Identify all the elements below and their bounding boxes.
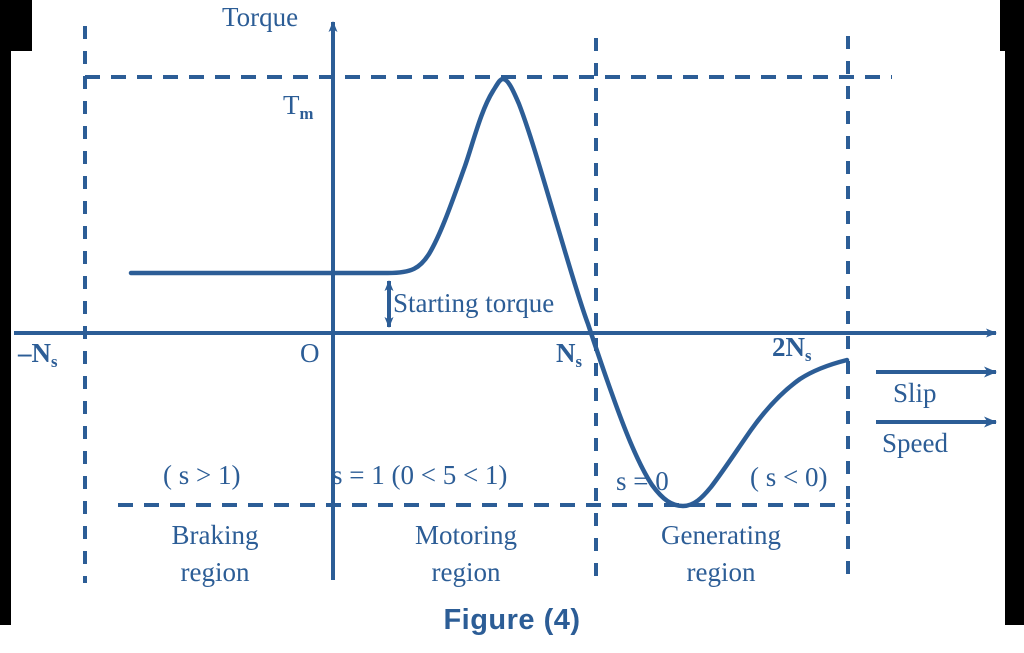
peak-torque-label: Tm	[283, 90, 314, 124]
tick-label-minus-ns: –Ns	[18, 338, 58, 372]
speed-arrow-label: Speed	[882, 428, 948, 458]
region-label-braking: Braking region	[0, 522, 430, 586]
figure-caption: Figure (4)	[443, 604, 581, 636]
slip-label-generating: ( s < 0)	[750, 462, 828, 492]
torque-speed-curve	[128, 76, 850, 509]
slip-label-generating-zero: s = 0	[616, 466, 669, 496]
page-edge-bar-top-left	[0, 0, 32, 51]
region-label-motoring-line2: region	[431, 557, 501, 587]
region-label-braking-line1: Braking	[171, 520, 259, 550]
slip-label-motoring: s = 1 (0 < 5 < 1)	[332, 460, 508, 490]
page-edge-bar-right	[1005, 51, 1024, 625]
region-label-motoring-line1: Motoring	[414, 520, 517, 550]
y-axis-label: Torque	[222, 2, 299, 32]
region-label-braking-line2: region	[180, 557, 250, 587]
page-edge-bar-top-right	[1000, 0, 1024, 51]
tick-label-2ns: 2Ns	[772, 332, 812, 366]
tick-label-ns: Ns	[556, 338, 583, 372]
slip-label-braking: ( s > 1)	[163, 460, 241, 490]
slip-arrow-label: Slip	[893, 378, 937, 408]
page-edge-bar-left	[0, 51, 11, 625]
region-label-generating: Generating region	[551, 522, 891, 586]
region-label-generating-line1: Generating	[661, 520, 781, 550]
starting-torque-label: Starting torque	[393, 288, 555, 318]
region-label-generating-line2: region	[686, 557, 756, 587]
origin-label: O	[300, 338, 320, 368]
region-label-motoring: Motoring region	[296, 522, 636, 586]
